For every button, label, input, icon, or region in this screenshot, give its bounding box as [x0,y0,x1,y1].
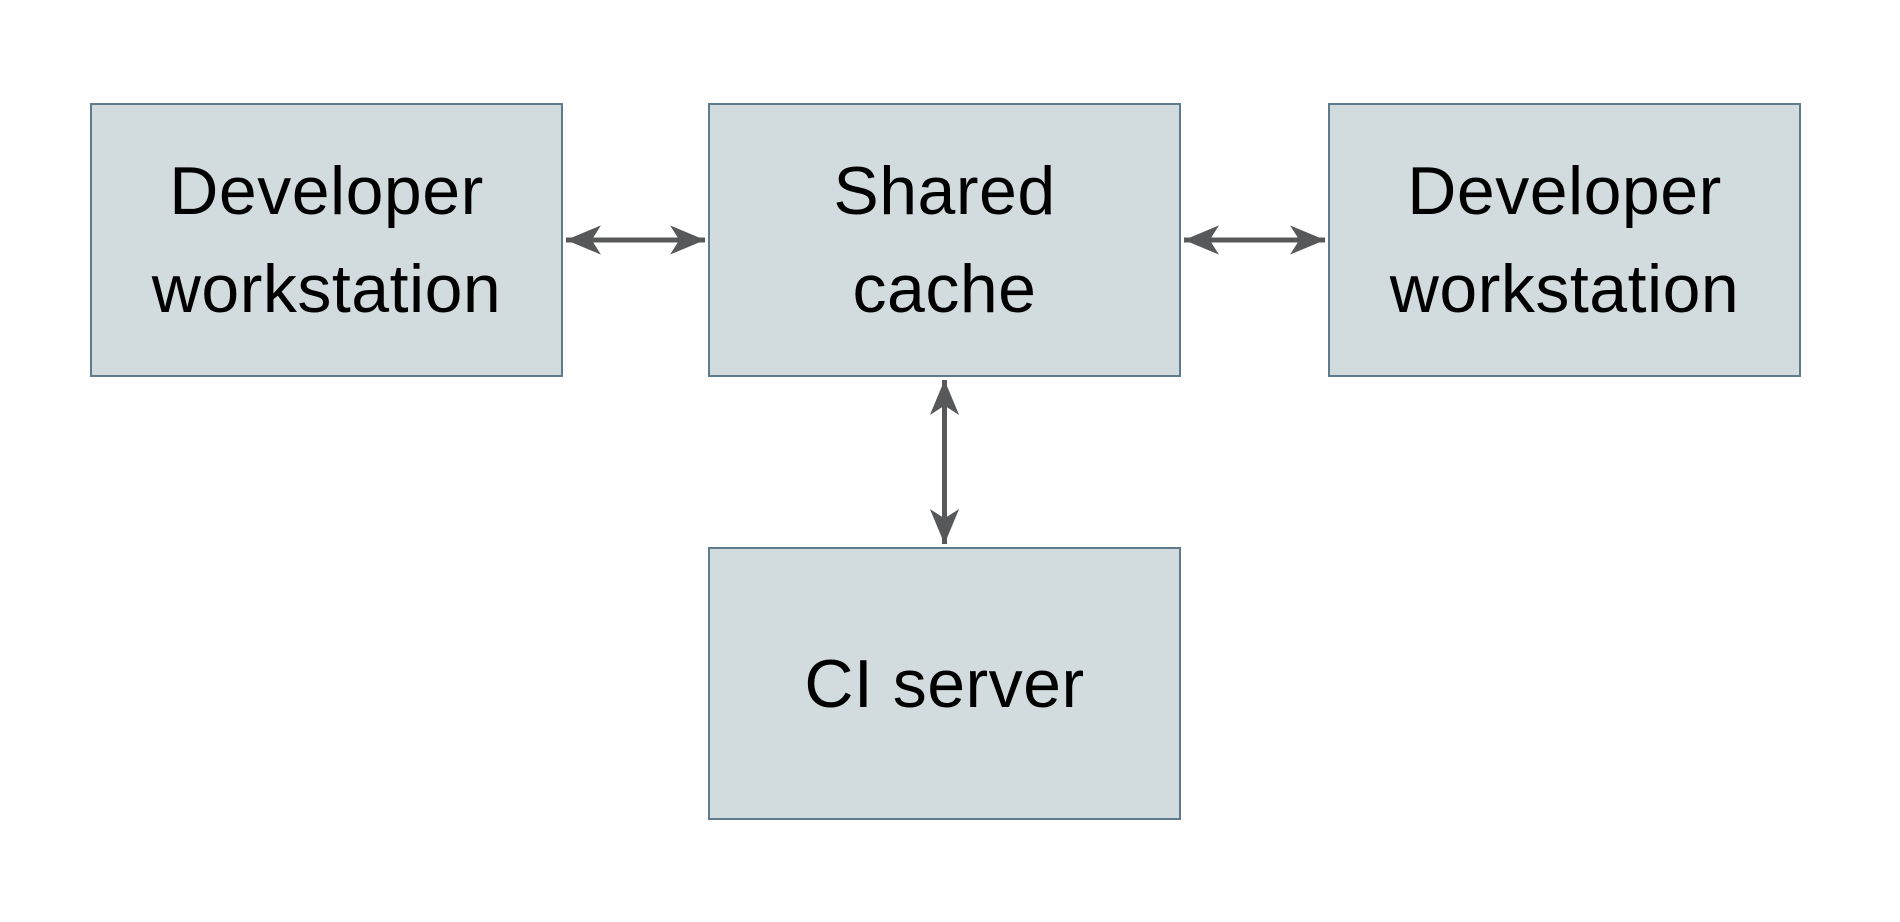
node-label-line: workstation [151,251,502,327]
node-developer-workstation-right: Developer workstation [1328,103,1801,377]
node-developer-workstation-left: Developer workstation [90,103,563,377]
node-ci-server: CI server [708,547,1181,820]
node-shared-cache: Shared cache [708,103,1181,377]
node-label-line: workstation [1389,251,1740,327]
node-label-line: Developer [169,153,484,229]
node-label-line: cache [852,251,1037,327]
node-label-line: Developer [1407,153,1722,229]
node-label-line: CI server [804,645,1085,722]
node-label-line: Shared [833,153,1056,229]
